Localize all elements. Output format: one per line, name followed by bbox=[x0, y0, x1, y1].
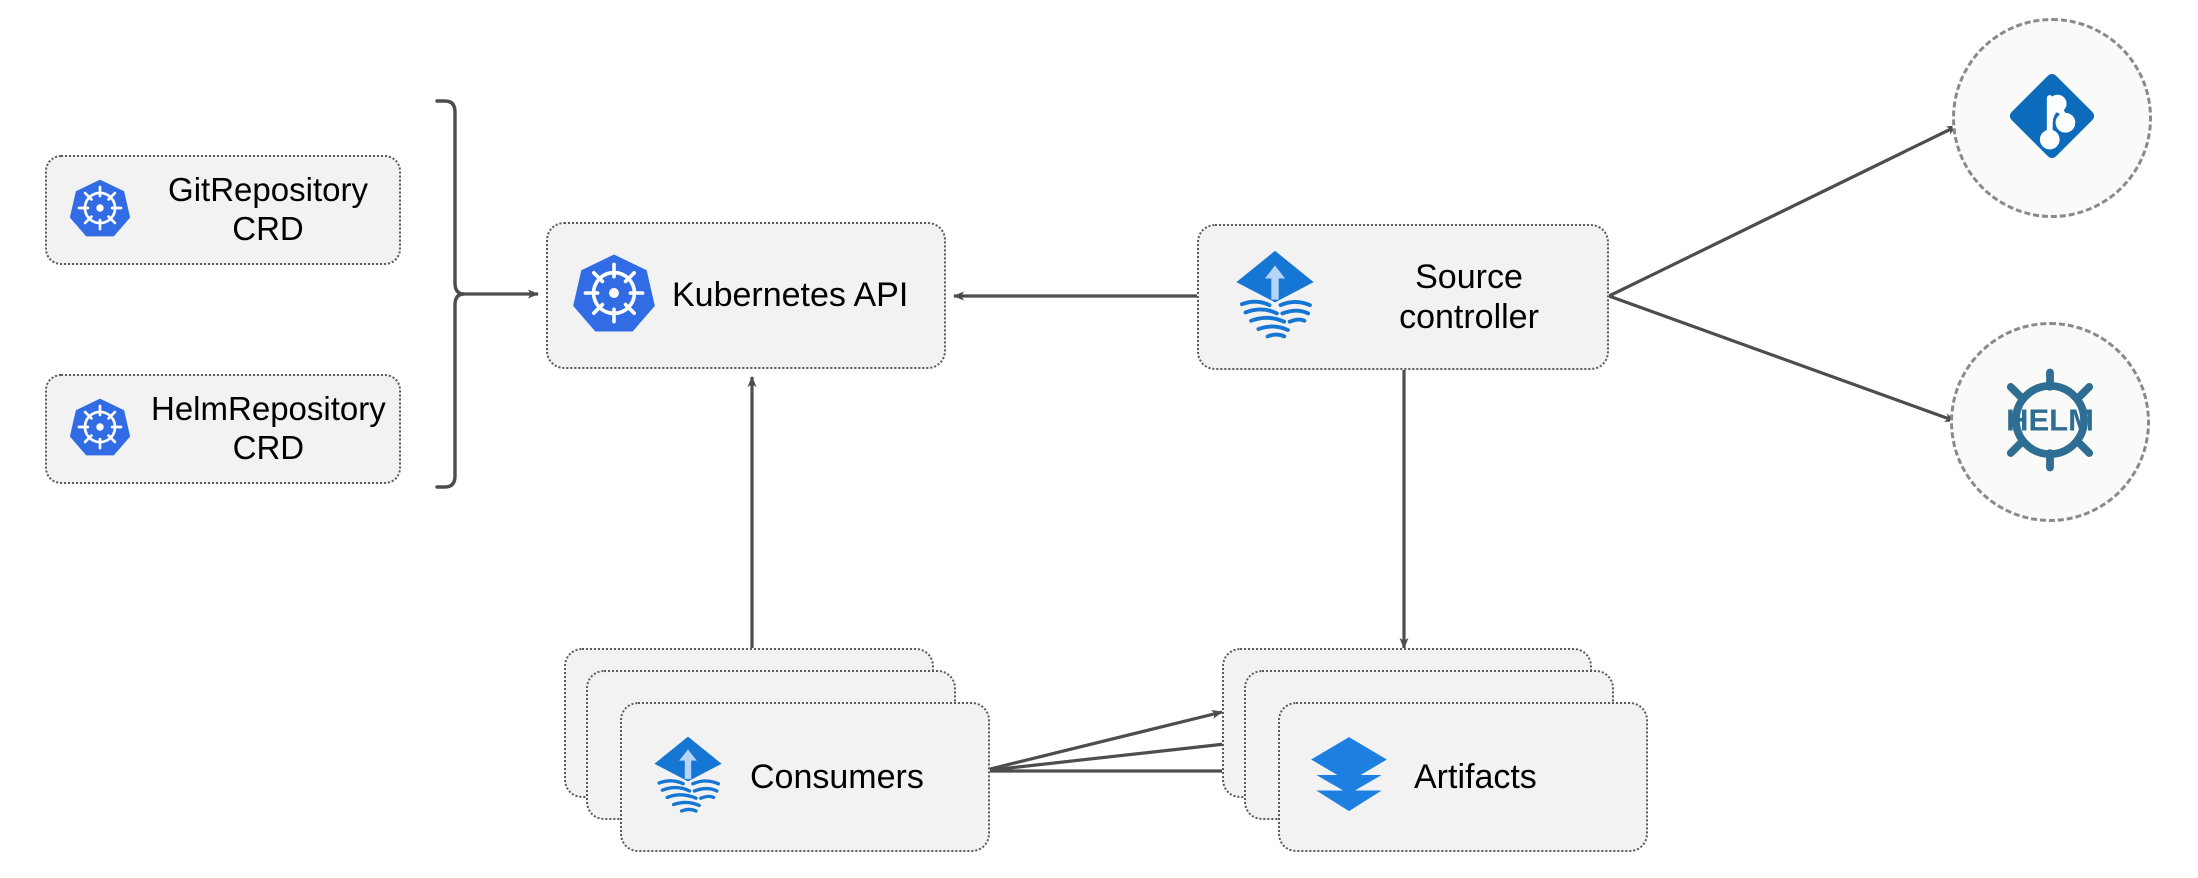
edge-source-to-helm bbox=[1608, 294, 1956, 423]
node-kubernetes-api[interactable]: Kubernetes API bbox=[546, 222, 946, 369]
kubernetes-icon bbox=[572, 251, 656, 340]
flux-icon bbox=[648, 732, 728, 823]
node-helm-repository[interactable]: HELM bbox=[1950, 322, 2150, 522]
node-git-repository[interactable] bbox=[1952, 18, 2152, 218]
helm-wordmark: HELM bbox=[2006, 402, 2094, 437]
kubernetes-icon bbox=[69, 396, 131, 463]
node-label: GitRepository CRD bbox=[168, 171, 368, 247]
flux-icon bbox=[1229, 247, 1321, 348]
node-label: Kubernetes API bbox=[672, 276, 909, 315]
helm-icon: HELM bbox=[1988, 358, 2112, 487]
stack-card-front[interactable]: Artifacts bbox=[1278, 702, 1648, 852]
layers-icon bbox=[1306, 732, 1392, 823]
node-label: HelmRepository CRD bbox=[151, 390, 386, 466]
node-gitrepository-crd[interactable]: GitRepository CRD bbox=[45, 155, 401, 265]
crd-group-brace bbox=[435, 99, 465, 489]
edge-source-to-git bbox=[1608, 124, 1958, 298]
kubernetes-icon bbox=[69, 177, 131, 244]
stack-card-front[interactable]: Consumers bbox=[620, 702, 990, 852]
node-label: Source controller bbox=[1399, 257, 1539, 336]
edge-consumers-to-artifacts-1 bbox=[981, 710, 1223, 773]
edge-consumers-to-artifacts-2 bbox=[981, 738, 1244, 773]
git-icon bbox=[1996, 60, 2108, 177]
node-label: Artifacts bbox=[1414, 757, 1537, 796]
node-label: Consumers bbox=[750, 757, 924, 796]
node-source-controller[interactable]: Source controller bbox=[1197, 224, 1609, 370]
node-helmrepository-crd[interactable]: HelmRepository CRD bbox=[45, 374, 401, 484]
